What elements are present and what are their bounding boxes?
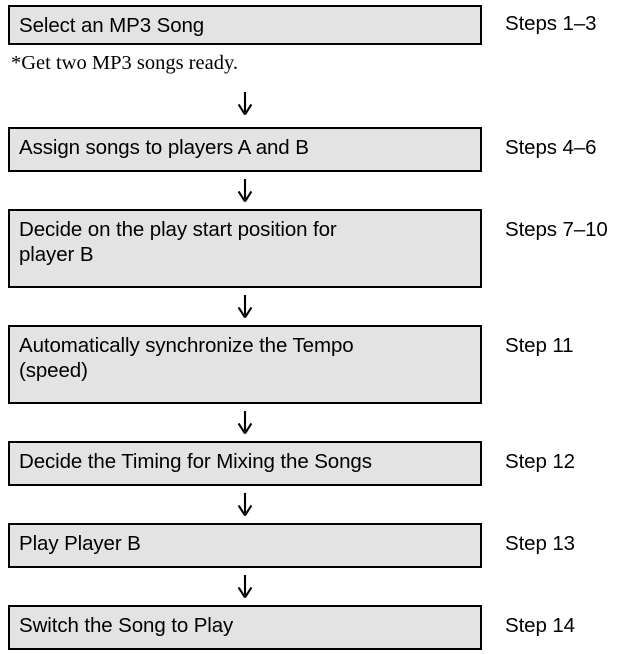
- down-arrow-icon: [232, 178, 258, 204]
- steps-label-node-4: Step 11: [505, 334, 574, 357]
- flow-node-line: player B: [19, 243, 94, 266]
- down-arrow-icon: [232, 294, 258, 320]
- flow-node-line: Play Player B: [19, 532, 141, 555]
- down-arrow-icon: [232, 492, 258, 518]
- flow-note-get-two-mp3-songs: *Get two MP3 songs ready.: [11, 52, 239, 74]
- steps-label-node-7: Step 14: [505, 614, 575, 637]
- flow-node-line: Decide on the play start position for: [19, 218, 337, 241]
- down-arrow-icon: [232, 91, 258, 117]
- flow-node-select-mp3-song: Select an MP3 Song: [8, 5, 482, 45]
- down-arrow-icon: [232, 410, 258, 436]
- steps-label-node-2: Steps 4–6: [505, 136, 597, 159]
- flow-node-line: Decide the Timing for Mixing the Songs: [19, 450, 372, 473]
- flow-node-line: Assign songs to players A and B: [19, 136, 309, 159]
- flow-node-line: Automatically synchronize the Tempo: [19, 334, 354, 357]
- flow-node-assign-songs: Assign songs to players A and B: [8, 127, 482, 172]
- flowchart-node-column: Select an MP3 Song Assign songs to playe…: [8, 0, 482, 654]
- flow-node-switch-song-to-play: Switch the Song to Play: [8, 605, 482, 650]
- flow-node-synchronize-tempo: Automatically synchronize the Tempo (spe…: [8, 325, 482, 404]
- flow-node-play-player-b: Play Player B: [8, 523, 482, 568]
- flow-node-line: Select an MP3 Song: [19, 14, 205, 37]
- down-arrow-icon: [232, 574, 258, 600]
- flow-node-decide-mixing-timing: Decide the Timing for Mixing the Songs: [8, 441, 482, 486]
- steps-label-node-1: Steps 1–3: [505, 12, 597, 35]
- steps-label-node-6: Step 13: [505, 532, 575, 555]
- flow-node-decide-play-start-position: Decide on the play start position for pl…: [8, 209, 482, 288]
- flow-node-line: Switch the Song to Play: [19, 614, 234, 637]
- flow-node-line: (speed): [19, 359, 88, 382]
- steps-label-node-3: Steps 7–10: [505, 218, 608, 241]
- steps-label-node-5: Step 12: [505, 450, 575, 473]
